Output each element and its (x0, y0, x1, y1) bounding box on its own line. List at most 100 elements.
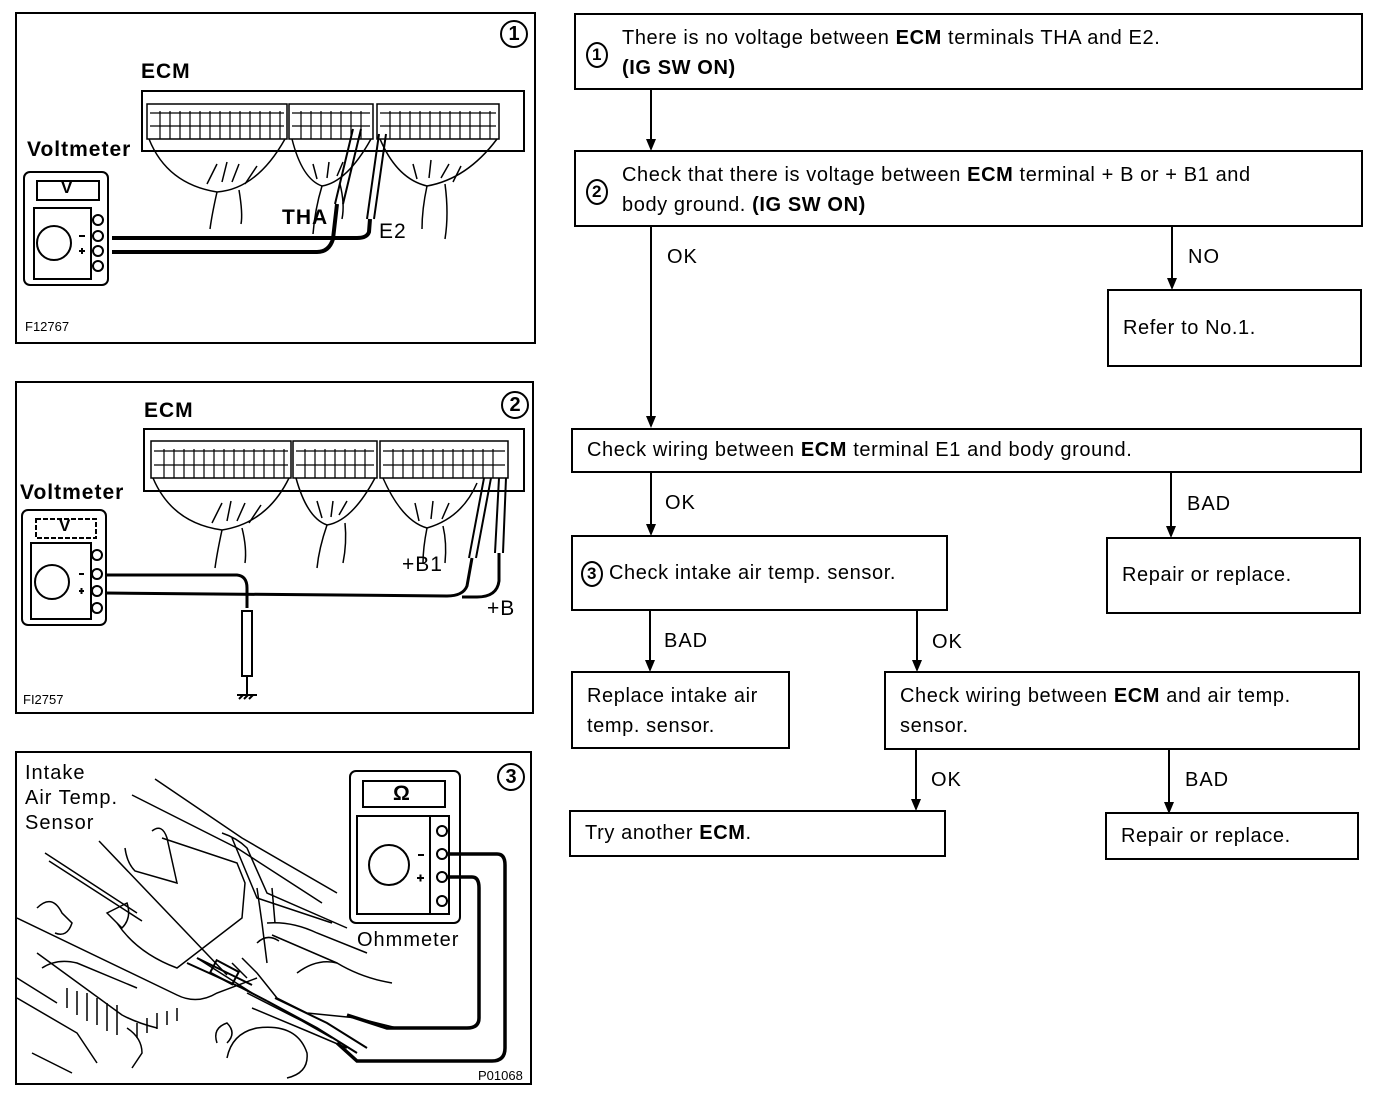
flow-connector (650, 227, 652, 417)
flow-text-ecm: ECM (699, 822, 746, 844)
voltmeter-label: Voltmeter (20, 481, 125, 504)
test-probes (104, 477, 507, 700)
flow-connector (649, 611, 651, 661)
sensor-probe (186, 957, 368, 1054)
voltmeter-device (21, 509, 107, 626)
flow-connector (650, 90, 652, 140)
flow-text: Replace intake air (587, 685, 758, 707)
sensor-label-line: Intake (25, 762, 86, 784)
flow-step-3-box: 3 Check intake air temp. sensor. (571, 535, 948, 611)
branch-label-no: NO (1188, 246, 1220, 268)
flow-step-2-box: 2 Check that there is voltage between EC… (574, 150, 1363, 227)
ohmmeter-device (349, 770, 461, 924)
ig-sw-on-note: (IG SW ON) (622, 57, 736, 79)
branch-label-ok: OK (665, 492, 696, 514)
flow-step-1-box: 1 There is no voltage between ECM termin… (574, 13, 1363, 90)
flow-text-ecm: ECM (967, 164, 1014, 186)
ohmmeter-label: Ohmmeter (357, 929, 460, 951)
flow-connector (916, 611, 918, 661)
arrow-down-icon (646, 139, 656, 151)
flow-connector (1171, 227, 1173, 279)
ecm-body (143, 428, 525, 492)
ecm-body (141, 90, 525, 152)
arrow-down-icon (1166, 526, 1176, 538)
flow-text: temp. sensor. (587, 715, 715, 737)
arrow-down-icon (1164, 802, 1174, 814)
flow-text: Check that there is voltage between (622, 164, 968, 186)
flow-text-ecm: ECM (800, 439, 848, 461)
refer-to-no1-box: Refer to No.1. (1107, 289, 1362, 367)
figure-code: F12767 (25, 319, 70, 334)
branch-label-bad: BAD (1185, 769, 1230, 791)
engine-bay-lines (17, 778, 398, 1079)
ecm-connectors (150, 440, 509, 569)
replace-sensor-box: Replace intake air temp. sensor. (571, 671, 790, 749)
arrow-down-icon (646, 524, 656, 536)
figure-panel-1: 1 ECM Voltmeter V THA E2 F12767 (15, 12, 536, 344)
meter-display-unit: Ω (393, 782, 411, 805)
sensor-label-line: Air Temp. (25, 787, 119, 809)
ecm-label: ECM (141, 60, 191, 83)
flow-text: Check intake air temp. sensor. (609, 562, 897, 584)
step-number-badge: 1 (500, 20, 528, 48)
figure-code: FI2757 (23, 692, 64, 707)
voltmeter-device (23, 171, 109, 286)
probe-label-tha: THA (282, 206, 329, 229)
arrow-down-icon (646, 416, 656, 428)
meter-display-unit: V (59, 516, 72, 535)
step-number-badge: 2 (586, 176, 614, 206)
step-number-badge: 3 (581, 560, 603, 587)
ecm-voltmeter-illustration-1 (23, 90, 525, 286)
flow-text: There is no voltage between (622, 27, 896, 49)
flow-text-ecm: ECM (895, 27, 942, 49)
arrow-down-icon (911, 799, 921, 811)
probe-label-e2: E2 (379, 220, 407, 243)
step-number-badge: 2 (501, 391, 529, 419)
flow-connector (915, 750, 917, 800)
flow-text: body ground. (622, 194, 753, 216)
step-number-badge: 1 (586, 39, 614, 69)
branch-label-ok: OK (931, 769, 962, 791)
branch-label-ok: OK (667, 246, 698, 268)
flow-text: terminal + B or + B1 and (1013, 164, 1251, 186)
branch-label-bad: BAD (664, 630, 709, 652)
flow-text: Check wiring between (900, 685, 1114, 707)
check-wiring-sensor-box: Check wiring between ECM and air temp. s… (884, 671, 1360, 750)
check-wiring-e1-box: Check wiring between ECM terminal E1 and… (571, 428, 1362, 473)
intake-air-sensor-illustration (17, 770, 507, 1079)
flow-text: terminals THA and E2. (941, 27, 1161, 49)
ig-sw-on-note: (IG SW ON) (752, 194, 866, 216)
ecm-label: ECM (144, 399, 194, 422)
flow-text: Refer to No.1. (1123, 317, 1256, 339)
ohmmeter-leads (335, 852, 507, 1063)
figure-panel-2: 2 ECM Voltmeter V +B1 +B FI2757 (15, 381, 534, 714)
meter-display-unit: V (61, 178, 74, 197)
test-probes (112, 128, 387, 254)
flow-text: terminal E1 and body ground. (847, 439, 1133, 461)
sensor-label-line: Sensor (25, 812, 95, 834)
arrow-down-icon (1167, 278, 1177, 290)
probe-label-b1: +B1 (402, 553, 443, 576)
arrow-down-icon (645, 660, 655, 672)
ecm-voltmeter-illustration-2 (21, 428, 525, 700)
flow-connector (650, 473, 652, 525)
flow-text: sensor. (900, 715, 969, 737)
branch-label-ok: OK (932, 631, 963, 653)
ecm-connectors (146, 103, 500, 240)
probe-label-b: +B (487, 597, 516, 620)
flow-text-ecm: ECM (1113, 685, 1161, 707)
flow-text: Check wiring between (587, 439, 801, 461)
figure-code: P01068 (478, 1068, 523, 1083)
branch-label-bad: BAD (1187, 493, 1232, 515)
voltmeter-label: Voltmeter (27, 138, 132, 161)
sensor-label: Intake Air Temp. Sensor (25, 761, 118, 836)
flow-text: . (745, 822, 752, 844)
try-another-ecm-box: Try another ECM. (569, 810, 946, 857)
repair-or-replace-box-2: Repair or replace. (1105, 812, 1359, 860)
flow-text: Try another (585, 822, 700, 844)
flow-text: and air temp. (1160, 685, 1291, 707)
flow-connector (1168, 750, 1170, 803)
flow-text: Repair or replace. (1122, 564, 1292, 586)
figure-panel-3: 3 Intake Air Temp. Sensor Ω Ohmmeter P01… (15, 751, 532, 1085)
flow-connector (1170, 473, 1172, 527)
